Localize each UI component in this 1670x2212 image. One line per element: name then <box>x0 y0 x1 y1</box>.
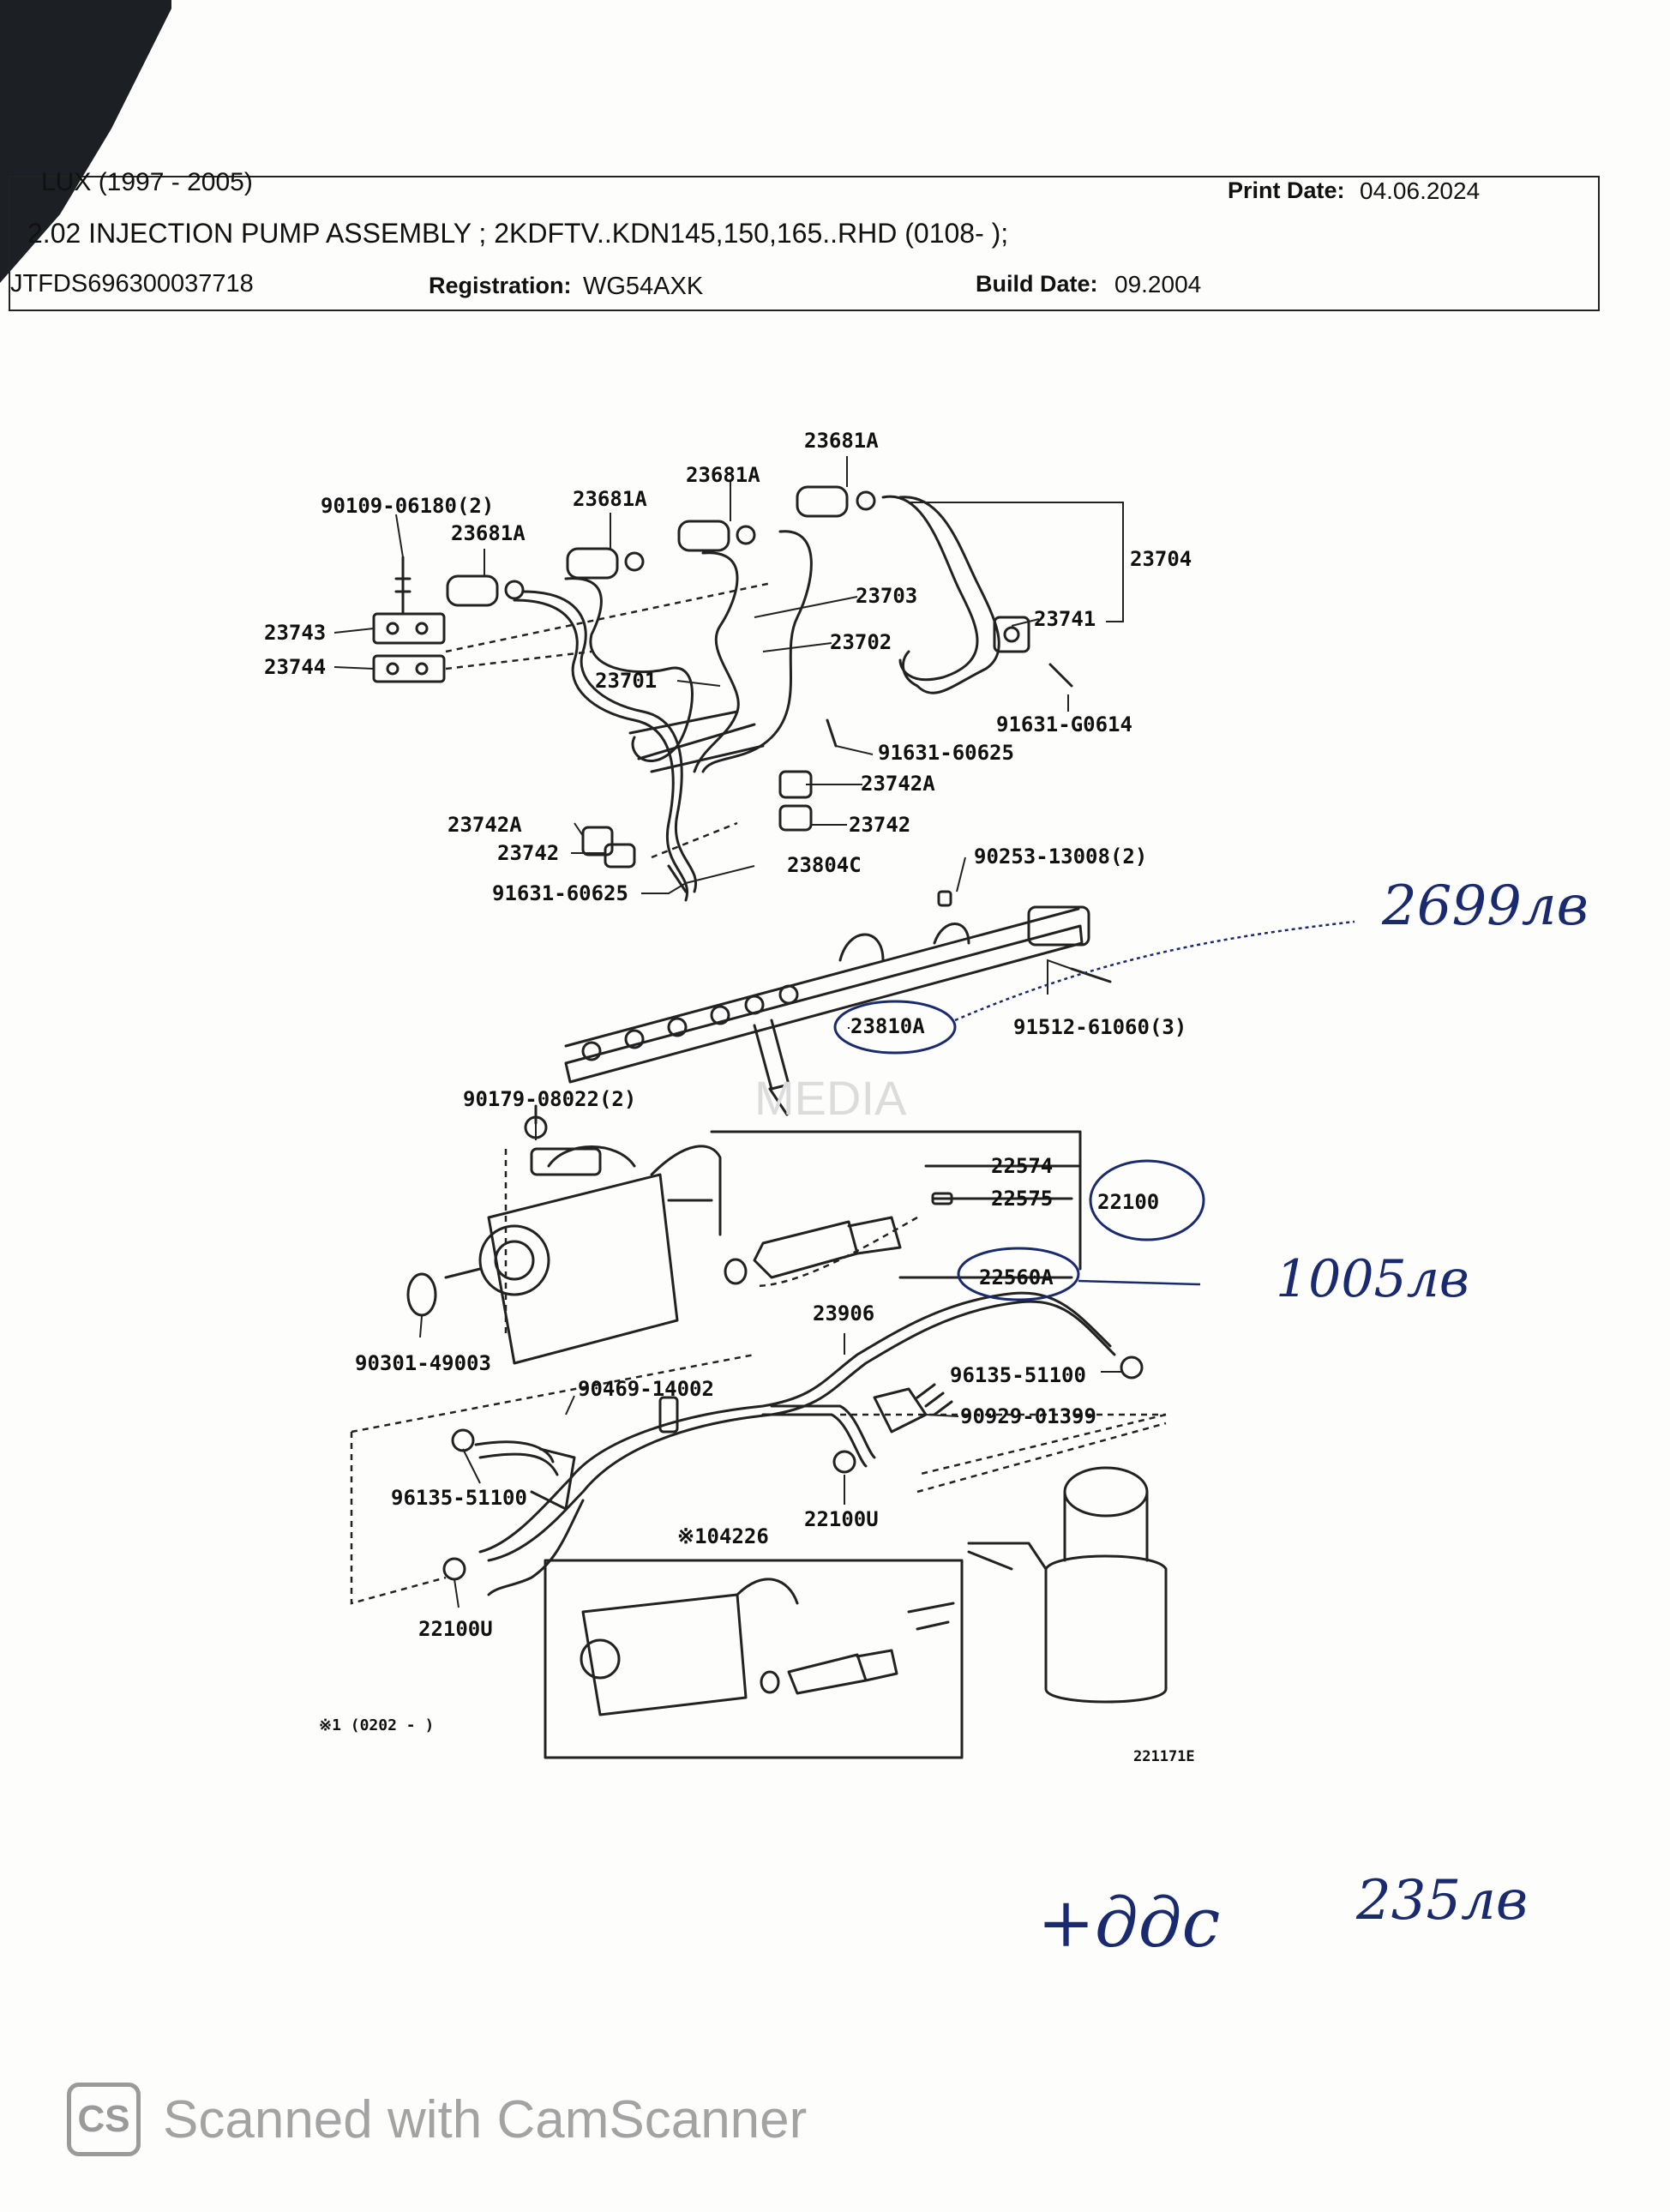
registration: WG54AXK <box>583 273 704 300</box>
handwritten-note-1005: 1005лв <box>1276 1249 1469 1309</box>
page-corner-shadow <box>0 0 171 283</box>
label-1-0202: ※1 (0202 - ) <box>319 1716 434 1734</box>
label-91631-g0614: 91631-G0614 <box>996 712 1132 736</box>
label-91631-60625-upper: 91631-60625 <box>878 741 1014 765</box>
label-23681a-1: 23681A <box>451 521 526 545</box>
handwritten-note-235: 235лв <box>1355 1869 1528 1932</box>
label-104226: ※104226 <box>677 1524 769 1548</box>
label-22100: 22100 <box>1097 1190 1159 1214</box>
faint-stamp: MEDIA <box>754 1071 907 1125</box>
inset-variant-box <box>544 1559 964 1759</box>
vin: JTFDS696300037718 <box>10 270 254 298</box>
print-date: 04.06.2024 <box>1360 177 1481 204</box>
print-date-label: Print Date: <box>1228 177 1345 203</box>
label-90179-08022: 90179-08022(2) <box>463 1087 636 1111</box>
label-23704: 23704 <box>1130 547 1192 571</box>
label-23742-right: 23742 <box>849 813 910 837</box>
watermark-text: Scanned with CamScanner <box>163 2089 808 2149</box>
header-model: LUX (1997 - 2005) <box>41 168 253 196</box>
label-22100u-left: 22100U <box>418 1617 493 1641</box>
label-23742a-right: 23742A <box>861 772 935 796</box>
pipe-clamps <box>581 616 1073 893</box>
header-box <box>9 176 1600 311</box>
fuel-hoses <box>442 1291 1144 1596</box>
label-23701: 23701 <box>595 669 657 693</box>
handwritten-note-2699: 2699лв <box>1381 875 1589 938</box>
label-23681a-4: 23681A <box>804 429 879 453</box>
label-23906: 23906 <box>813 1301 874 1325</box>
label-23681a-3: 23681A <box>686 463 760 487</box>
label-22574: 22574 <box>991 1154 1053 1178</box>
label-23742a-left: 23742A <box>448 813 522 837</box>
label-91631-60625-lower: 91631-60625 <box>492 881 628 905</box>
handwritten-annotations: 2699лв 1005лв +ддс 235лв <box>833 875 1589 1963</box>
label-96135-51100-left: 96135-51100 <box>391 1486 527 1510</box>
part-labels: 90109-06180(2) 23681A 23681A 23681A 2368… <box>264 429 1195 1765</box>
build-date: 09.2004 <box>1114 271 1202 298</box>
label-90929-01399: 90929-01399 <box>960 1404 1096 1428</box>
label-90109-06180: 90109-06180(2) <box>321 494 494 518</box>
label-23702: 23702 <box>830 630 892 654</box>
label-91512-61060: 91512-61060(3) <box>1013 1015 1186 1039</box>
clamp-blocks <box>372 556 446 683</box>
label-23703: 23703 <box>856 584 917 608</box>
label-23810a: 23810A <box>850 1014 925 1038</box>
label-90469-14002: 90469-14002 <box>578 1377 714 1401</box>
registration-label: Registration: <box>429 273 572 298</box>
label-23741: 23741 <box>1034 607 1096 631</box>
build-date-label: Build Date: <box>976 271 1098 297</box>
section-title: 2.02 INJECTION PUMP ASSEMBLY ; 2KDFTV..K… <box>27 218 1009 249</box>
label-22560a: 22560A <box>979 1265 1054 1289</box>
common-rail <box>564 890 1112 1116</box>
pipe-nozzle-fittings <box>446 485 876 607</box>
label-23742-left: 23742 <box>497 841 559 865</box>
label-23744: 23744 <box>264 655 326 679</box>
label-90301-49003: 90301-49003 <box>355 1351 491 1375</box>
label-23804c: 23804C <box>787 853 862 877</box>
label-23681a-2: 23681A <box>573 487 647 511</box>
camscanner-logo: CS <box>67 2083 141 2156</box>
label-23743: 23743 <box>264 621 326 645</box>
scanner-watermark: CS Scanned with CamScanner <box>67 2078 807 2161</box>
label-22575: 22575 <box>991 1187 1053 1211</box>
label-90253-13008: 90253-13008(2) <box>974 845 1147 869</box>
label-96135-51100-right: 96135-51100 <box>950 1363 1086 1387</box>
label-22100u-center: 22100U <box>804 1507 879 1531</box>
figure-code: 221171E <box>1133 1748 1195 1765</box>
fuel-filter <box>967 1466 1168 1704</box>
injection-pump <box>406 1104 953 1365</box>
injection-pipes <box>513 495 1000 902</box>
handwritten-note-vat: +ддс <box>1037 1883 1220 1963</box>
